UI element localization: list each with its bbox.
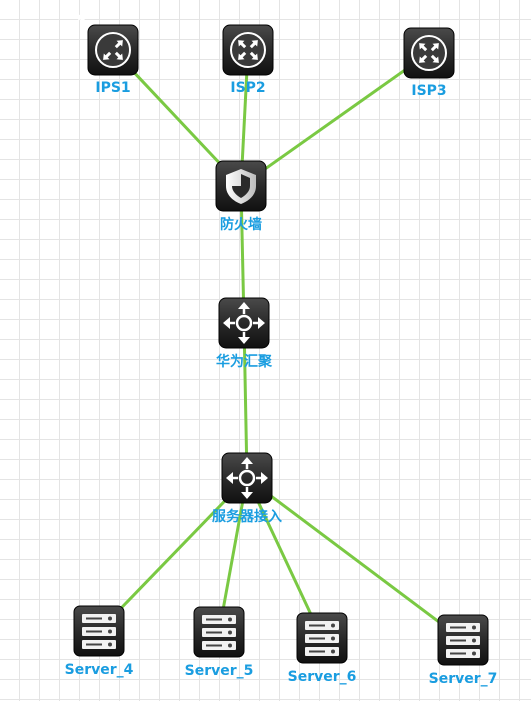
switch-icon bbox=[218, 297, 270, 349]
router-icon bbox=[403, 27, 455, 79]
router-icon bbox=[222, 24, 274, 76]
router-isp2[interactable]: ISP2 bbox=[222, 24, 274, 96]
link-server-access-server5 bbox=[217, 476, 249, 634]
server-icon bbox=[193, 606, 245, 658]
router-isp3[interactable]: ISP3 bbox=[403, 27, 455, 99]
node-label-server4: Server_4 bbox=[65, 662, 134, 678]
link-server-access-server6 bbox=[245, 476, 324, 640]
node-label-server7: Server_7 bbox=[429, 671, 498, 687]
node-label-server5: Server_5 bbox=[185, 663, 254, 679]
node-label-ips1: IPS1 bbox=[95, 80, 130, 96]
link-server-access-server7 bbox=[245, 476, 465, 642]
node-label-isp3: ISP3 bbox=[411, 83, 446, 99]
router-ips1[interactable]: IPS1 bbox=[74, 11, 139, 96]
server-icon bbox=[296, 612, 348, 664]
node-label-firewall: 防火墙 bbox=[220, 216, 262, 233]
node-label-aggregation: 华为汇聚 bbox=[216, 353, 273, 370]
node-label-server6: Server_6 bbox=[288, 669, 357, 685]
server-icon bbox=[73, 605, 125, 657]
switch-icon bbox=[221, 452, 273, 504]
link-aggregation-server-access bbox=[242, 321, 249, 480]
links-layer bbox=[97, 48, 465, 642]
server-access-switch[interactable]: 服务器接入 bbox=[212, 452, 282, 525]
node-label-isp2: ISP2 bbox=[230, 80, 265, 96]
router-icon bbox=[74, 11, 139, 76]
server-7[interactable]: Server_7 bbox=[429, 614, 498, 687]
node-label-server-access: 服务器接入 bbox=[212, 508, 282, 525]
server-5[interactable]: Server_5 bbox=[185, 606, 254, 679]
aggregation-switch[interactable]: 华为汇聚 bbox=[216, 297, 273, 370]
server-6[interactable]: Server_6 bbox=[288, 612, 357, 685]
firewall-node[interactable]: 防火墙 bbox=[215, 160, 267, 233]
server-icon bbox=[437, 614, 489, 666]
server-4[interactable]: Server_4 bbox=[65, 605, 134, 678]
link-isp3-firewall bbox=[239, 51, 431, 188]
firewall-shield-icon bbox=[215, 160, 267, 212]
link-server-access-server4 bbox=[97, 476, 249, 633]
